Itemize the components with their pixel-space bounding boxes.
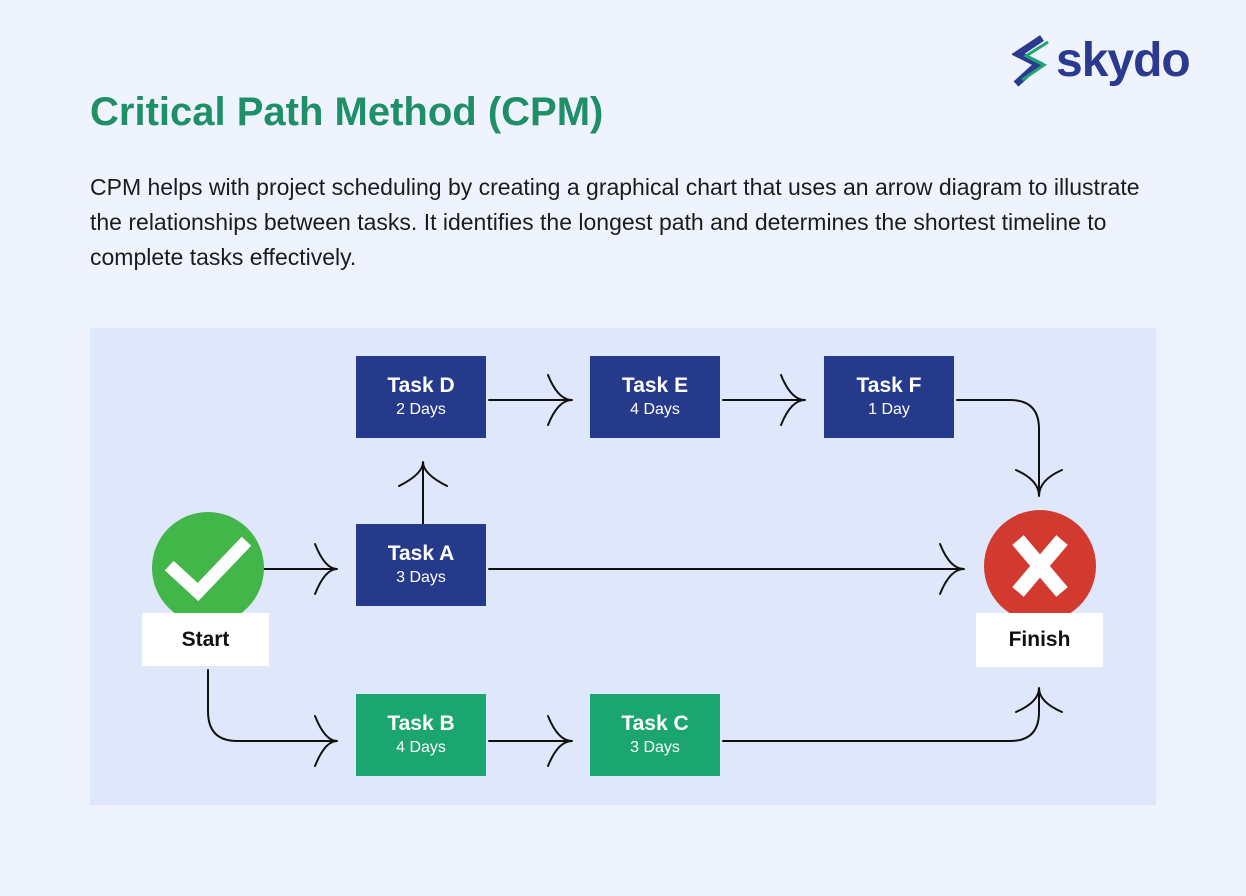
task-name: Task B <box>387 712 455 735</box>
task-duration: 1 Day <box>868 401 910 418</box>
page-description: CPM helps with project scheduling by cre… <box>90 174 1140 270</box>
task-c-node: Task C 3 Days <box>590 694 720 776</box>
start-label: Start <box>142 613 269 666</box>
task-duration: 3 Days <box>630 739 680 756</box>
skydo-logo: skydo <box>1012 34 1191 88</box>
task-a-node: Task A 3 Days <box>356 524 486 606</box>
task-f-node: Task F 1 Day <box>824 356 954 438</box>
arrow-task-d-to-task-e <box>488 374 573 426</box>
task-name: Task C <box>621 712 689 735</box>
x-mark-icon <box>1012 535 1068 597</box>
task-duration: 2 Days <box>396 401 446 418</box>
task-name: Task E <box>621 374 689 397</box>
start-node <box>152 512 264 624</box>
task-name: Task A <box>387 542 455 565</box>
finish-node <box>984 510 1096 622</box>
task-name: Task F <box>856 374 922 397</box>
arrow-start-to-task-a <box>262 543 338 595</box>
page-title: Critical Path Method (CPM) <box>90 90 604 134</box>
arrow-task-a-to-task-d <box>398 461 448 525</box>
finish-label: Finish <box>976 613 1103 667</box>
arrow-task-a-to-finish <box>488 543 965 595</box>
logo-wordmark: skydo <box>1056 34 1191 87</box>
task-duration: 3 Days <box>396 569 446 586</box>
task-b-node: Task B 4 Days <box>356 694 486 776</box>
task-duration: 4 Days <box>396 739 446 756</box>
skydo-logo-icon <box>1012 35 1049 87</box>
checkmark-icon <box>164 536 252 602</box>
task-duration: 4 Days <box>630 401 680 418</box>
cpm-diagram: Task D 2 Days Task E 4 Days Task F 1 Day… <box>90 328 1156 805</box>
arrow-task-b-to-task-c <box>488 715 573 767</box>
task-name: Task D <box>387 374 455 397</box>
diagram-connectors <box>207 374 1063 767</box>
arrow-task-c-to-finish <box>722 687 1063 742</box>
arrow-task-f-to-finish <box>956 399 1063 497</box>
arrow-start-to-task-b <box>207 669 338 767</box>
task-d-node: Task D 2 Days <box>356 356 486 438</box>
task-e-node: Task E 4 Days <box>590 356 720 438</box>
arrow-task-e-to-task-f <box>722 374 806 426</box>
